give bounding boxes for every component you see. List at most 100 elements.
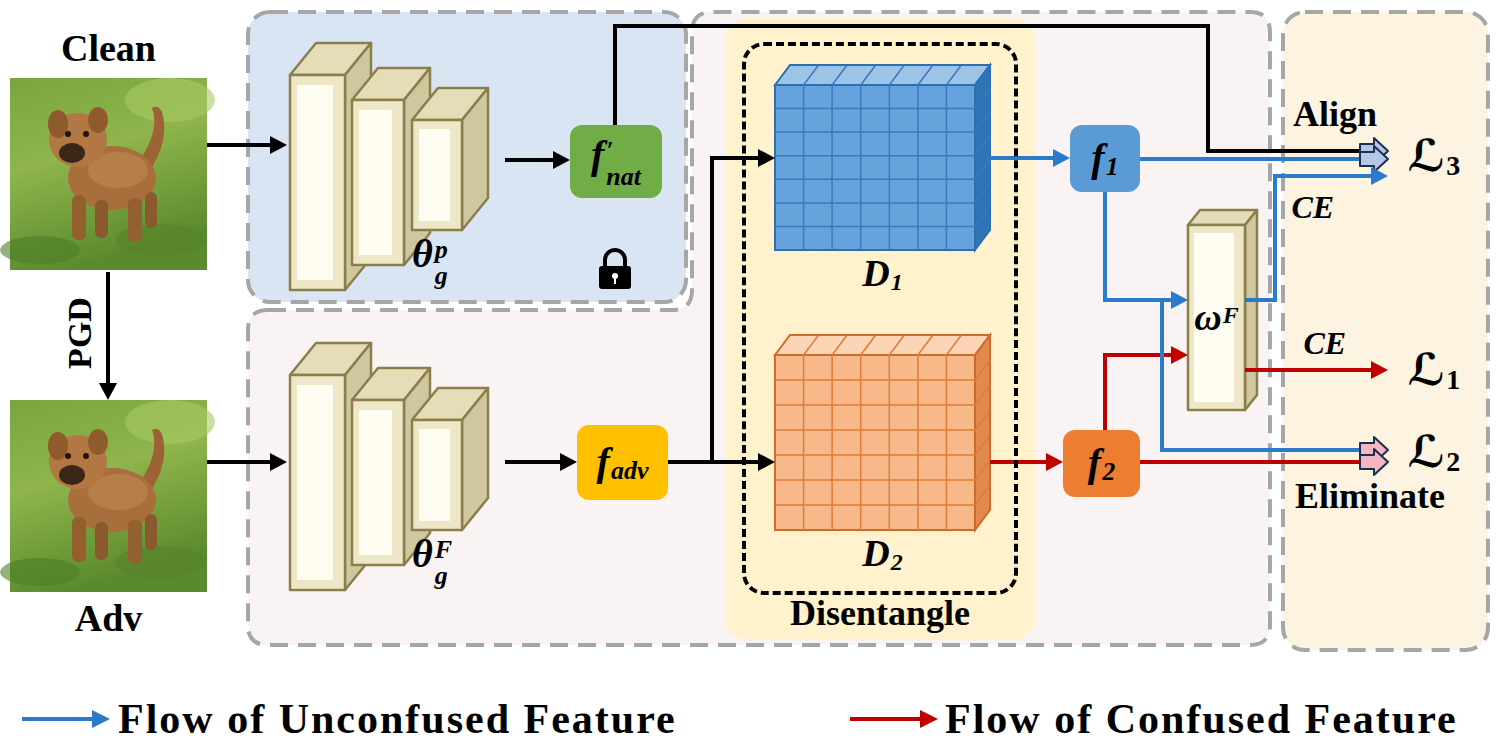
loss-term: ℒ1 — [1388, 342, 1480, 399]
frozen-panel — [248, 12, 686, 302]
flow-line — [1245, 368, 1373, 372]
node-text: f — [597, 439, 610, 484]
node-text: F — [435, 537, 452, 563]
node-text: g — [435, 263, 448, 289]
flow-arrow — [1245, 167, 1388, 300]
flow-arrow — [1245, 361, 1388, 379]
loss-term: ℒ3 — [1388, 128, 1480, 185]
node-text: 1 — [1446, 364, 1460, 395]
node-text: 2 — [1102, 457, 1115, 486]
flow-arrow — [207, 136, 287, 154]
edge-label: CE — [1292, 190, 1335, 225]
encoder-network: θFg — [287, 338, 505, 608]
flow-line — [505, 158, 555, 162]
loss-panel — [1283, 12, 1488, 650]
node-text: 3 — [1446, 150, 1460, 181]
text-group: D1 — [775, 253, 990, 296]
feature-box: f1 — [1070, 125, 1140, 192]
arrow-head — [1171, 291, 1188, 309]
edge-label: CE — [1304, 326, 1347, 361]
d2-matrix — [775, 335, 990, 530]
node-text: 2 — [1446, 446, 1460, 477]
flow-line — [990, 156, 1055, 160]
flow-arrow — [1105, 192, 1388, 463]
arrow-head — [1371, 167, 1388, 185]
text-group: Disentangle — [746, 594, 1014, 634]
text-group: ℒ1 — [1408, 346, 1461, 396]
node-text: ′ — [606, 138, 641, 164]
node-text: ℒ — [1408, 426, 1446, 477]
flow-arrow — [615, 26, 1388, 164]
flow-line — [106, 272, 110, 385]
flow-arrow — [1140, 449, 1388, 475]
arrow-head — [1360, 449, 1388, 475]
flow-line — [1105, 192, 1362, 450]
node-text: θ — [412, 531, 433, 576]
flow-arrow — [505, 453, 577, 471]
matrix-block: D2 — [775, 335, 990, 530]
feature-box: f2 — [1063, 430, 1140, 497]
arrow-head — [758, 453, 775, 471]
flow-arrow — [668, 453, 775, 471]
arrow-head — [1371, 361, 1388, 379]
text-group: f′nat — [591, 133, 641, 190]
flow-arrow — [1105, 192, 1188, 309]
node-text: ℒ — [1408, 344, 1446, 395]
flow-arrow — [990, 149, 1070, 167]
arrow-head — [1360, 146, 1388, 172]
node-text: D — [862, 532, 889, 574]
flow-line — [1140, 460, 1362, 464]
text-group: f2 — [1088, 441, 1115, 487]
arrow-head — [99, 383, 117, 400]
flow-arrow — [99, 272, 117, 400]
node-text: adv — [611, 456, 649, 485]
encoder-network: θpg — [287, 38, 505, 300]
script-stack: pg — [435, 237, 448, 289]
node-text: θ — [412, 231, 433, 276]
d1-matrix — [775, 65, 990, 250]
node-text: 1 — [1106, 152, 1119, 181]
legend-arrow-blue — [22, 710, 110, 728]
text-group: f1 — [1091, 136, 1118, 182]
flow-arrow — [990, 453, 1063, 471]
node-text: Disentangle — [790, 593, 970, 633]
node-text: Clean — [61, 27, 156, 69]
node-text: Adv — [75, 597, 143, 639]
matrix-block: D1 — [775, 65, 990, 250]
node-text: ℒ — [1408, 130, 1446, 181]
arrow-head — [1053, 149, 1070, 167]
script-stack: Fg — [435, 537, 452, 589]
classifier-slab — [1188, 210, 1257, 410]
node-text: f — [1088, 440, 1101, 485]
arrow-head — [560, 453, 577, 471]
network-blocks — [290, 43, 488, 290]
node-text: 2 — [891, 549, 903, 575]
flow-line — [1105, 192, 1173, 300]
node-text: ω — [1194, 296, 1221, 338]
text-group: θFg — [412, 532, 452, 589]
flow-line — [990, 460, 1048, 464]
node-text: 1 — [891, 269, 903, 295]
node-text: D — [862, 252, 889, 294]
flow-line — [207, 460, 272, 464]
node-text: F — [1223, 302, 1239, 328]
annotation-label: Align — [1293, 95, 1377, 135]
legend-text: Flow of Unconfused Feature — [118, 696, 677, 741]
arrow-head — [1046, 453, 1063, 471]
arrow-head — [1171, 346, 1188, 364]
feature-box: fadv — [577, 425, 668, 500]
image-panel: Clean — [10, 28, 207, 272]
image-panel: Adv — [10, 400, 207, 640]
flow-arrow — [668, 149, 775, 462]
node-text: p — [435, 237, 448, 263]
text-group: ℒ3 — [1408, 132, 1461, 182]
arrow-head — [270, 453, 287, 471]
loss-term: ℒ2 — [1388, 425, 1480, 481]
disentangle-region — [725, 18, 1035, 640]
script-stack: ′nat — [606, 138, 641, 190]
node-text: f — [591, 132, 604, 177]
flow-arrow — [1105, 346, 1188, 430]
training-panel — [248, 12, 1270, 645]
